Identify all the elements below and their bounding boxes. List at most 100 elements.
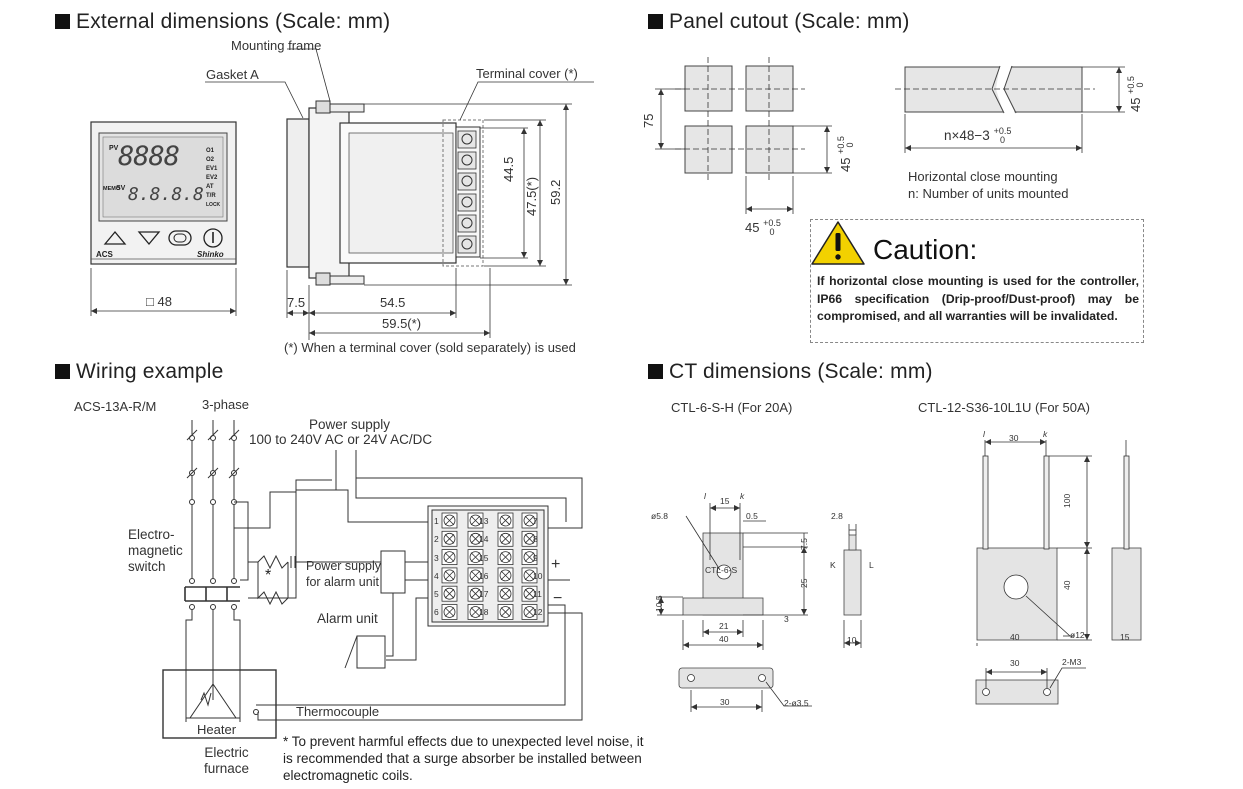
wiring-example-heading: Wiring example — [55, 360, 224, 384]
terminal-screw-head — [443, 532, 456, 545]
terminal-screw-cross — [470, 607, 481, 617]
terminal-screw-cross — [470, 570, 481, 581]
ct2-d15: 15 — [1120, 632, 1130, 642]
terminal-screw-head — [443, 587, 456, 600]
dim-54-5: 54.5 — [380, 295, 406, 310]
ct1-title: CTL-6-S-H (For 20A) — [671, 400, 793, 415]
dim-nx48: n×48−3 +0.5 0 — [944, 126, 1012, 145]
terminal-screw-cross — [444, 515, 455, 526]
dim-45-vertical: 45 +0.5 0 — [836, 136, 855, 172]
power-range-label: 100 to 240V AC or 24V AC/DC — [249, 432, 433, 447]
ct1-phi58: ø5.8 — [651, 511, 669, 521]
alarm-power-label: Power supply for alarm unit — [306, 559, 382, 589]
sv-label: SV — [116, 185, 126, 192]
ct1-lead-k: k — [740, 491, 745, 501]
electric-furnace-label: Electric furnace — [204, 745, 250, 776]
caution-title: Caution: — [873, 234, 978, 265]
controller-front-view — [90, 121, 237, 265]
terminal-screw-cross — [470, 588, 481, 599]
terminal-screw-cross — [470, 552, 481, 562]
terminal-screw-head — [469, 551, 482, 563]
ct2-title: CTL-12-S36-10L1U (For 50A) — [918, 400, 1090, 415]
pv-label: PV — [109, 145, 119, 152]
dim-45-horizontal: 45 +0.5 0 — [745, 218, 781, 237]
dim-7-5: 7.5 — [287, 295, 306, 310]
terminal-screw-cross — [444, 552, 455, 562]
terminal-screw-cross — [524, 607, 535, 617]
caution-box — [810, 219, 1144, 343]
terminal-screw-head — [523, 551, 536, 563]
power-supply-label: Power supply — [309, 417, 391, 432]
controller-side-view — [286, 100, 484, 286]
square-bullet-icon — [55, 364, 70, 379]
terminal-screw-cross — [500, 515, 511, 526]
gasket-label: Gasket A — [206, 67, 259, 82]
wiring-diagram — [162, 420, 583, 739]
up-button-icon — [103, 230, 127, 245]
terminal-screw-cross — [500, 570, 511, 581]
terminal-screw-cross — [524, 515, 535, 526]
external-dimensions-heading: External dimensions (Scale: mm) — [55, 10, 390, 34]
ct2-d30-bottom: 30 — [1010, 658, 1020, 668]
close-mounting-notes: Horizontal close mounting n: Number of u… — [908, 169, 1069, 201]
ct2-lead-k: k — [1043, 429, 1048, 439]
terminal-screw-head — [523, 587, 536, 600]
ct1-d105: 10.5 — [654, 595, 664, 612]
power-button-icon — [203, 228, 223, 248]
terminal-screw-head — [499, 587, 512, 600]
ct1-holes: 2-ø3.5 — [784, 698, 809, 708]
terminal-block — [441, 512, 538, 620]
alarm-unit-label: Alarm unit — [317, 611, 378, 626]
terminal-screw-head — [499, 532, 512, 545]
terminal-screw-head — [499, 514, 512, 527]
three-phase-label: 3-phase — [202, 397, 249, 412]
terminal-screw-head — [499, 606, 512, 618]
down-button-icon — [137, 231, 161, 246]
terminal-screw-head — [443, 569, 456, 582]
terminal-screw-head — [523, 569, 536, 582]
model-label: ACS — [96, 250, 113, 259]
ct1-d21: 21 — [719, 621, 729, 631]
dim-45-close: 45 +0.5 0 — [1126, 76, 1145, 112]
terminal-screw-cross — [524, 588, 535, 599]
ct1-lead-l: l — [704, 491, 706, 501]
dim-44-5: 44.5 — [501, 156, 516, 182]
terminal-screw-head — [499, 569, 512, 582]
panel-cutout-drawing — [655, 57, 1125, 265]
mounting-frame-label: Mounting frame — [231, 38, 322, 53]
square-bullet-icon — [648, 14, 663, 29]
ct2-d100: 100 — [1062, 493, 1072, 508]
ct2-phi12: ø12 — [1070, 630, 1085, 640]
terminal-screw-cross — [500, 588, 511, 599]
wiring-model: ACS-13A-R/M — [74, 399, 157, 414]
terminal-screw-head — [523, 532, 536, 545]
ct2-m3: 2-M3 — [1062, 657, 1082, 667]
brand-logo: Shinko — [197, 250, 224, 259]
ct1-lead-L: L — [869, 560, 874, 570]
terminal-screw-head — [443, 551, 456, 563]
terminal-screw-head — [469, 514, 482, 527]
panel-cutout-heading: Panel cutout (Scale: mm) — [648, 10, 910, 34]
indicator-list: O1 O2 EV1 EV2 AT T/R LOCK — [206, 148, 221, 208]
terminal-screw-cross — [444, 607, 455, 617]
pv-digits: 8888 — [118, 141, 180, 172]
terminal-screw-head — [523, 606, 536, 618]
external-dimension-lines — [90, 48, 594, 340]
terminal-screw-cross — [444, 534, 455, 544]
ct2-drawing — [975, 439, 1142, 705]
dim-59-5: 59.5(*) — [382, 316, 422, 331]
terminal-screw-head — [469, 532, 482, 545]
minus-sign: − — [553, 590, 563, 607]
dim-75: 75 — [641, 113, 656, 128]
terminal-screw-cross — [524, 570, 535, 581]
memo-label: MEMO — [103, 186, 121, 192]
ct1-lead-K: K — [830, 560, 836, 570]
ct1-d05: 0.5 — [746, 511, 758, 521]
terminal-screw-head — [443, 606, 456, 618]
dim-width-48: □ 48 — [146, 294, 172, 309]
terminal-cover-footnote: (*) When a terminal cover (sold separate… — [284, 340, 576, 355]
terminal-screw-head — [443, 514, 456, 527]
ct2-d30: 30 — [1009, 433, 1019, 443]
terminal-screw-cross — [500, 534, 511, 544]
